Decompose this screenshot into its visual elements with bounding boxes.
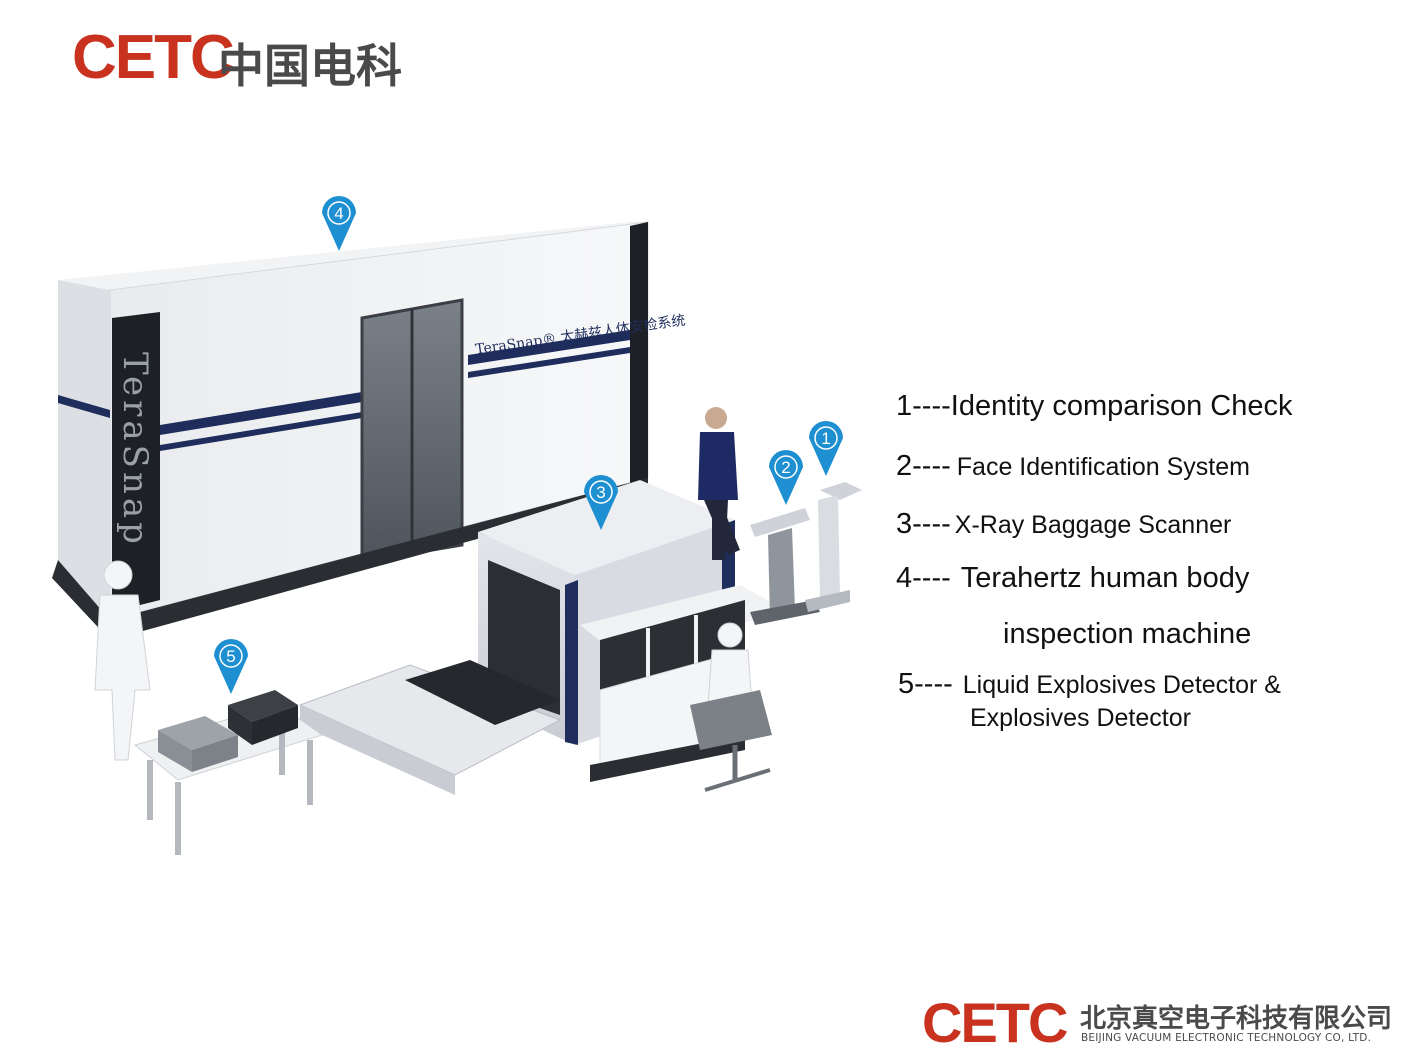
- legend-item-5-continued: Explosives Detector: [970, 704, 1191, 733]
- legend-text: inspection machine: [1003, 618, 1252, 650]
- person-walking-figure: [94, 560, 151, 761]
- marker-pin-ring: [589, 480, 613, 504]
- marker-pin-ring: [327, 201, 351, 225]
- legend-item-5: 5---- Liquid Explosives Detector &: [898, 668, 1281, 701]
- legend-item-3: 3----X-Ray Baggage Scanner: [896, 508, 1231, 541]
- marker-pin-2: 2: [769, 450, 803, 505]
- marker-pin-ring: [814, 426, 838, 450]
- identity-kiosks: [750, 482, 862, 625]
- marker-pin-4: 4: [322, 196, 356, 251]
- bottom-logo-name-cn: 北京真空电子科技有限公司: [1080, 1004, 1393, 1034]
- bottom-logo-mark: CETC: [922, 991, 1068, 1054]
- marker-number: 4: [334, 204, 343, 223]
- legend-number: 2----: [896, 450, 951, 482]
- terahertz-inspection-machine: [52, 221, 649, 640]
- legend-number: 5----: [898, 668, 953, 700]
- marker-pin-5: 5: [214, 639, 248, 694]
- legend-number: 1----: [896, 390, 951, 422]
- legend-item-4: 4---- Terahertz human body: [896, 562, 1249, 595]
- legend-text: Face Identification System: [956, 453, 1250, 481]
- legend-number: 3----: [896, 508, 951, 540]
- machine-side-branding: TeraSnap: [115, 352, 155, 548]
- location-markers: 1 2 3 4 5: [214, 196, 843, 694]
- marker-pin-ring: [219, 644, 243, 668]
- explosives-detector-table: [133, 690, 324, 855]
- legend-text: Explosives Detector: [970, 704, 1191, 732]
- marker-number: 3: [596, 483, 605, 502]
- top-logo-name: 中国电科: [218, 39, 402, 93]
- xray-baggage-scanner: [298, 480, 785, 795]
- person-traveler-figure: [698, 407, 740, 560]
- legend-number: 4----: [896, 562, 951, 594]
- legend-item-1: 1----Identity comparison Check: [896, 390, 1292, 423]
- legend-item-2: 2----Face Identification System: [896, 450, 1250, 483]
- marker-pin-ring: [774, 455, 798, 479]
- legend-text: Liquid Explosives Detector &: [962, 671, 1281, 699]
- legend-text: Terahertz human body: [960, 562, 1250, 594]
- marker-pin-3: 3: [584, 475, 618, 530]
- marker-pin-1: 1: [809, 421, 843, 476]
- legend-text: X-Ray Baggage Scanner: [954, 511, 1232, 539]
- legend-item-4-continued: inspection machine: [1003, 618, 1251, 651]
- person-operator-figure: [690, 622, 772, 792]
- marker-number: 5: [226, 647, 235, 666]
- legend-text: Identity comparison Check: [950, 390, 1293, 422]
- bottom-logo-name-en: BEIJING VACUUM ELECTRONIC TECHNOLOGY CO,…: [1081, 1032, 1372, 1044]
- marker-number: 1: [821, 429, 830, 448]
- top-logo-mark: CETC: [72, 23, 235, 92]
- marker-number: 2: [781, 458, 790, 477]
